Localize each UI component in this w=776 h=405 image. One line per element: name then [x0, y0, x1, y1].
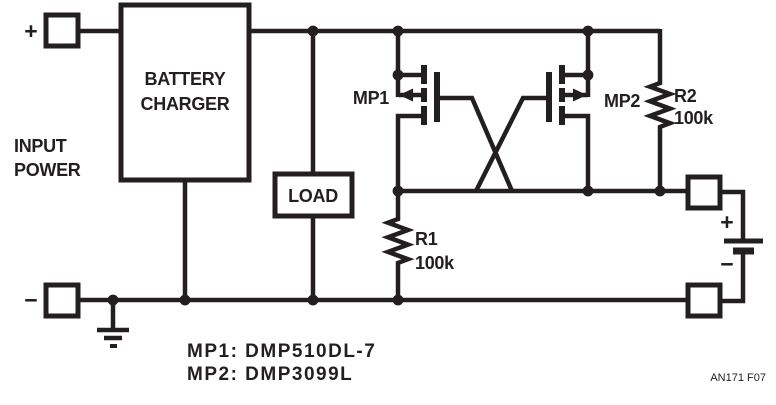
input-power-label-line1: INPUT [14, 136, 67, 156]
r1-value: 100k [415, 253, 455, 273]
mp2-label: MP2 [604, 91, 640, 111]
figure-reference: AN171 F07 [710, 372, 766, 384]
input-minus-label: − [24, 287, 37, 313]
input-plus-label: + [24, 18, 37, 44]
battery-cell-symbol [716, 189, 763, 304]
junction-dots [107, 25, 666, 306]
junction-dot [582, 69, 594, 81]
r1-label: R1 [415, 229, 438, 249]
junction-dot [654, 185, 666, 197]
mp1-mosfet-symbol [395, 65, 515, 193]
junction-dot [392, 185, 404, 197]
junction-dot [582, 185, 594, 197]
battery-charger-label-line1: BATTERY [145, 69, 226, 89]
junction-dot [392, 69, 404, 81]
junction-dot [307, 25, 319, 37]
junction-dot [392, 25, 404, 37]
junction-dot [179, 294, 191, 306]
mp2-drain-wire [565, 113, 591, 193]
ground-icon [97, 300, 129, 348]
mp1-drain-wire [395, 113, 421, 193]
r1-resistor-symbol [381, 191, 415, 300]
note-mp2-part-number: MP2: DMP3099L [187, 364, 353, 385]
input-power-label-line2: POWER [14, 160, 81, 180]
input-plus-terminal-box [43, 12, 81, 49]
battery-charger-label-line2: CHARGER [141, 94, 230, 114]
junction-dot [107, 294, 119, 306]
mp1-gate-cross-wire [440, 95, 515, 192]
battery-plus-terminal-box [685, 174, 723, 211]
battery-minus-terminal-box [685, 282, 723, 319]
r2-label: R2 [674, 86, 697, 106]
battery-minus-label: − [720, 251, 733, 277]
mp2-gate-cross-wire [473, 95, 546, 193]
battery-top-wire [716, 189, 746, 243]
junction-dot [582, 25, 594, 37]
battery-bottom-wire [716, 249, 746, 304]
load-label: LOAD [288, 186, 338, 206]
r1-resistor [381, 191, 415, 300]
junction-dot [307, 294, 319, 306]
mp2-body-arrow-icon [573, 88, 587, 102]
r2-resistor [643, 29, 677, 191]
note-mp1-part-number: MP1: DMP510DL-7 [187, 341, 376, 362]
r2-value: 100k [674, 108, 714, 128]
mp1-label: MP1 [353, 88, 389, 108]
mp2-mosfet-symbol [473, 65, 591, 193]
battery-charger-block [118, 2, 252, 183]
mp1-body-arrow-icon [399, 88, 413, 102]
input-minus-terminal-box [43, 282, 81, 319]
load-block [272, 171, 355, 219]
battery-plus-label: + [720, 209, 733, 235]
junction-dot [392, 294, 404, 306]
r2-resistor-symbol [643, 29, 677, 191]
